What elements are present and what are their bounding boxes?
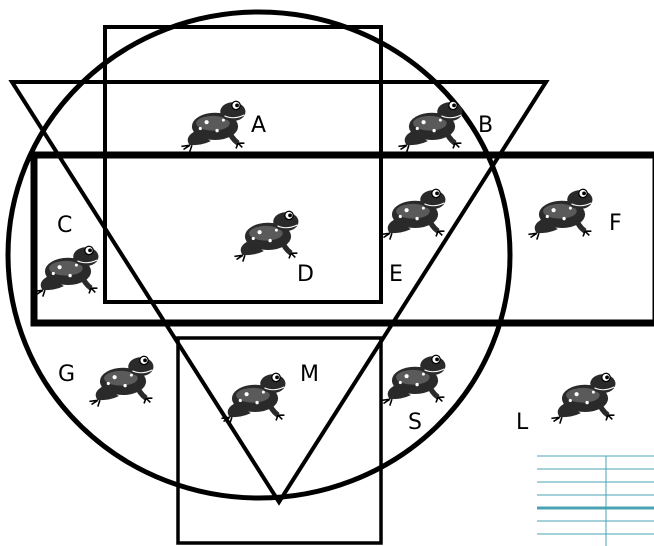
label-e: E [389, 262, 403, 287]
frog-icon-s [381, 355, 445, 405]
corner-table [537, 456, 654, 546]
label-f: F [609, 211, 622, 236]
label-s: S [408, 410, 422, 435]
bottom-square [178, 338, 381, 543]
frog-icon-a [181, 101, 245, 151]
frog-icon-l [551, 373, 615, 423]
frog-icon-m [221, 373, 285, 423]
frog-icon-d [234, 211, 298, 261]
label-l: L [516, 410, 529, 435]
label-d: D [297, 262, 314, 287]
label-c: C [57, 213, 72, 238]
label-m: M [300, 362, 319, 387]
frog-icon-e [381, 189, 445, 239]
frog-icon-c [34, 246, 98, 296]
wide-rectangle [34, 155, 654, 323]
frog-icon-f [528, 189, 592, 239]
label-b: B [478, 113, 493, 138]
label-g: G [58, 362, 75, 387]
frog-icon-b [398, 101, 462, 151]
label-a: A [251, 113, 266, 138]
frog-icon-g [89, 356, 153, 406]
